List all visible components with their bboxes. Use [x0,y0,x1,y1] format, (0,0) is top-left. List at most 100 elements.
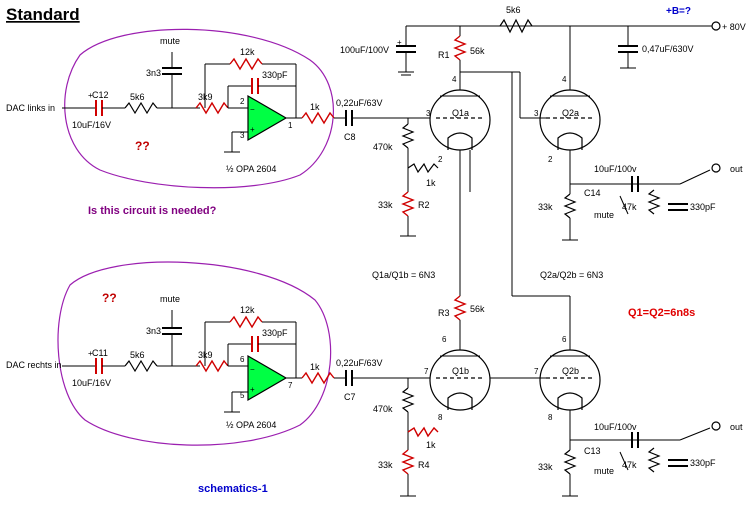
top-mute-sw-label: mute [594,210,614,220]
bottom-c-fb-label: 330pF [262,328,288,338]
q2a-cathode-pin: 2 [548,155,553,164]
resistor-5k6-top [499,18,533,34]
top-c-fb-label: 330pF [262,70,288,80]
bottom-resistor-r4 [401,449,415,475]
bottom-resistor-470k [401,387,415,413]
tube-q2b [539,349,601,411]
supply-terminal [711,21,721,31]
q2b-anode-pin: 6 [562,335,567,344]
top-r-out-label: 1k [310,102,320,112]
q1a-label: Q1a [452,108,469,118]
bottom-r-k-name: R4 [418,460,430,470]
bottom-out-jack[interactable] [711,421,721,431]
bottom-c11-plus: + [88,349,93,358]
bottom-opamp [247,354,288,402]
r3-value: 56k [470,304,485,314]
bottom-resistor-1k-grid [407,426,439,438]
top-resistor-470k [401,123,415,149]
bottom-input-label: DAC rechts in [6,360,62,370]
q1b-cathode [447,392,473,410]
bottom-opamp-plus: + [250,385,255,394]
bottom-c11-name: C11 [92,348,108,358]
bottom-resistor-12k [229,315,263,329]
q2b-label: Q2b [562,366,579,376]
top-r-in-label: 5k6 [130,92,145,102]
tube-q2a [539,89,601,151]
bottom-circuit-outline [57,261,332,446]
top-3n3-label: 3n3 [146,68,161,78]
bottom-pin-plus: 5 [240,391,245,400]
bottom-pin-out: 7 [288,381,293,390]
bottom-out-wire-final [679,427,711,441]
bottom-r-in-label: 5k6 [130,350,145,360]
top-opamp-minus: − [250,105,255,114]
bottom-r-out-label: 1k [310,362,320,372]
bottom-r-out-k-label: 33k [538,462,553,472]
top-resistor-1k-out [301,111,335,125]
top-r-grid-stop-label: 1k [426,178,436,188]
top-pin-plus: 3 [240,131,245,140]
top-c-out-name: C14 [584,188,601,198]
top-input-label: DAC links in [6,103,55,113]
top-r-k-label: 33k [378,200,393,210]
question-bottom: ?? [102,291,117,305]
tube-q1a [429,89,491,151]
top-c8-value: 0,22uF/63V [336,98,383,108]
top-resistor-5k6 [124,101,158,115]
top-c12-plus: + [88,91,93,100]
q1a-cathode [447,132,473,150]
q1a-anode-pin: 4 [452,75,457,84]
bottom-resistor-3k9 [195,359,229,373]
top-r-shunt-label: 47k [622,202,637,212]
top-c12-value: 10uF/16V [72,120,111,130]
film-cap-label: 0,47uF/630V [642,44,694,54]
q2a-grid-pin: 3 [534,109,539,118]
bottom-resistor-5k6 [124,359,158,373]
supply-label: + 80V [722,22,746,32]
q1b-anode-pin: 6 [442,335,447,344]
b-plus-note: +B=? [666,6,691,17]
top-mute-label: mute [160,36,180,46]
top-resistor-47k [647,189,661,215]
q2b-cathode [557,392,583,410]
bottom-mute-sw-label: mute [594,466,614,476]
top-resistor-r2 [401,191,415,217]
bottom-mute-switch [619,451,629,471]
bottom-c11-value: 10uF/16V [72,378,111,388]
q1b-cathode-pin: 8 [438,413,443,422]
top-c8-name: C8 [344,132,356,142]
top-resistor-12k [229,57,263,71]
top-opamp-plus: + [250,125,255,134]
top-opamp [247,94,288,142]
bottom-r-grid-label: 470k [373,404,393,414]
q2b-cathode-pin: 8 [548,413,553,422]
bottom-r-fb-label: 12k [240,305,255,315]
top-r-out-k-label: 33k [538,202,553,212]
bottom-r-grid-stop-label: 1k [426,440,436,450]
top-out-label: out [730,164,743,174]
top-out-wire-final [679,169,711,185]
top-c-out-value: 10uF/100v [594,164,637,174]
resistor-r1 [453,35,467,61]
bottom-r-k-label: 33k [378,460,393,470]
q1a-cathode-pin: 2 [438,155,443,164]
bottom-out-label: out [730,422,743,432]
bottom-r-shunt-label: 47k [622,460,637,470]
q2a-anode-pin: 4 [562,75,567,84]
cap-supply-label: 100uF/100V [340,45,389,55]
top-mute-switch [619,195,629,215]
r-top-label: 5k6 [506,5,521,15]
top-resistor-3k9 [195,101,229,115]
schematic-name: schematics-1 [198,483,268,495]
bottom-mute-label: mute [160,294,180,304]
bottom-c-out-name: C13 [584,446,601,456]
r1-value: 56k [470,46,485,56]
schematic-title: Standard [6,5,80,24]
top-out-jack[interactable] [711,163,721,173]
bottom-resistor-33k-out [563,449,577,475]
bottom-c-shunt-label: 330pF [690,458,716,468]
q1a-grid-pin: 3 [426,109,431,118]
bottom-resistor-47k [647,447,661,473]
bottom-c7-name: C7 [344,392,356,402]
